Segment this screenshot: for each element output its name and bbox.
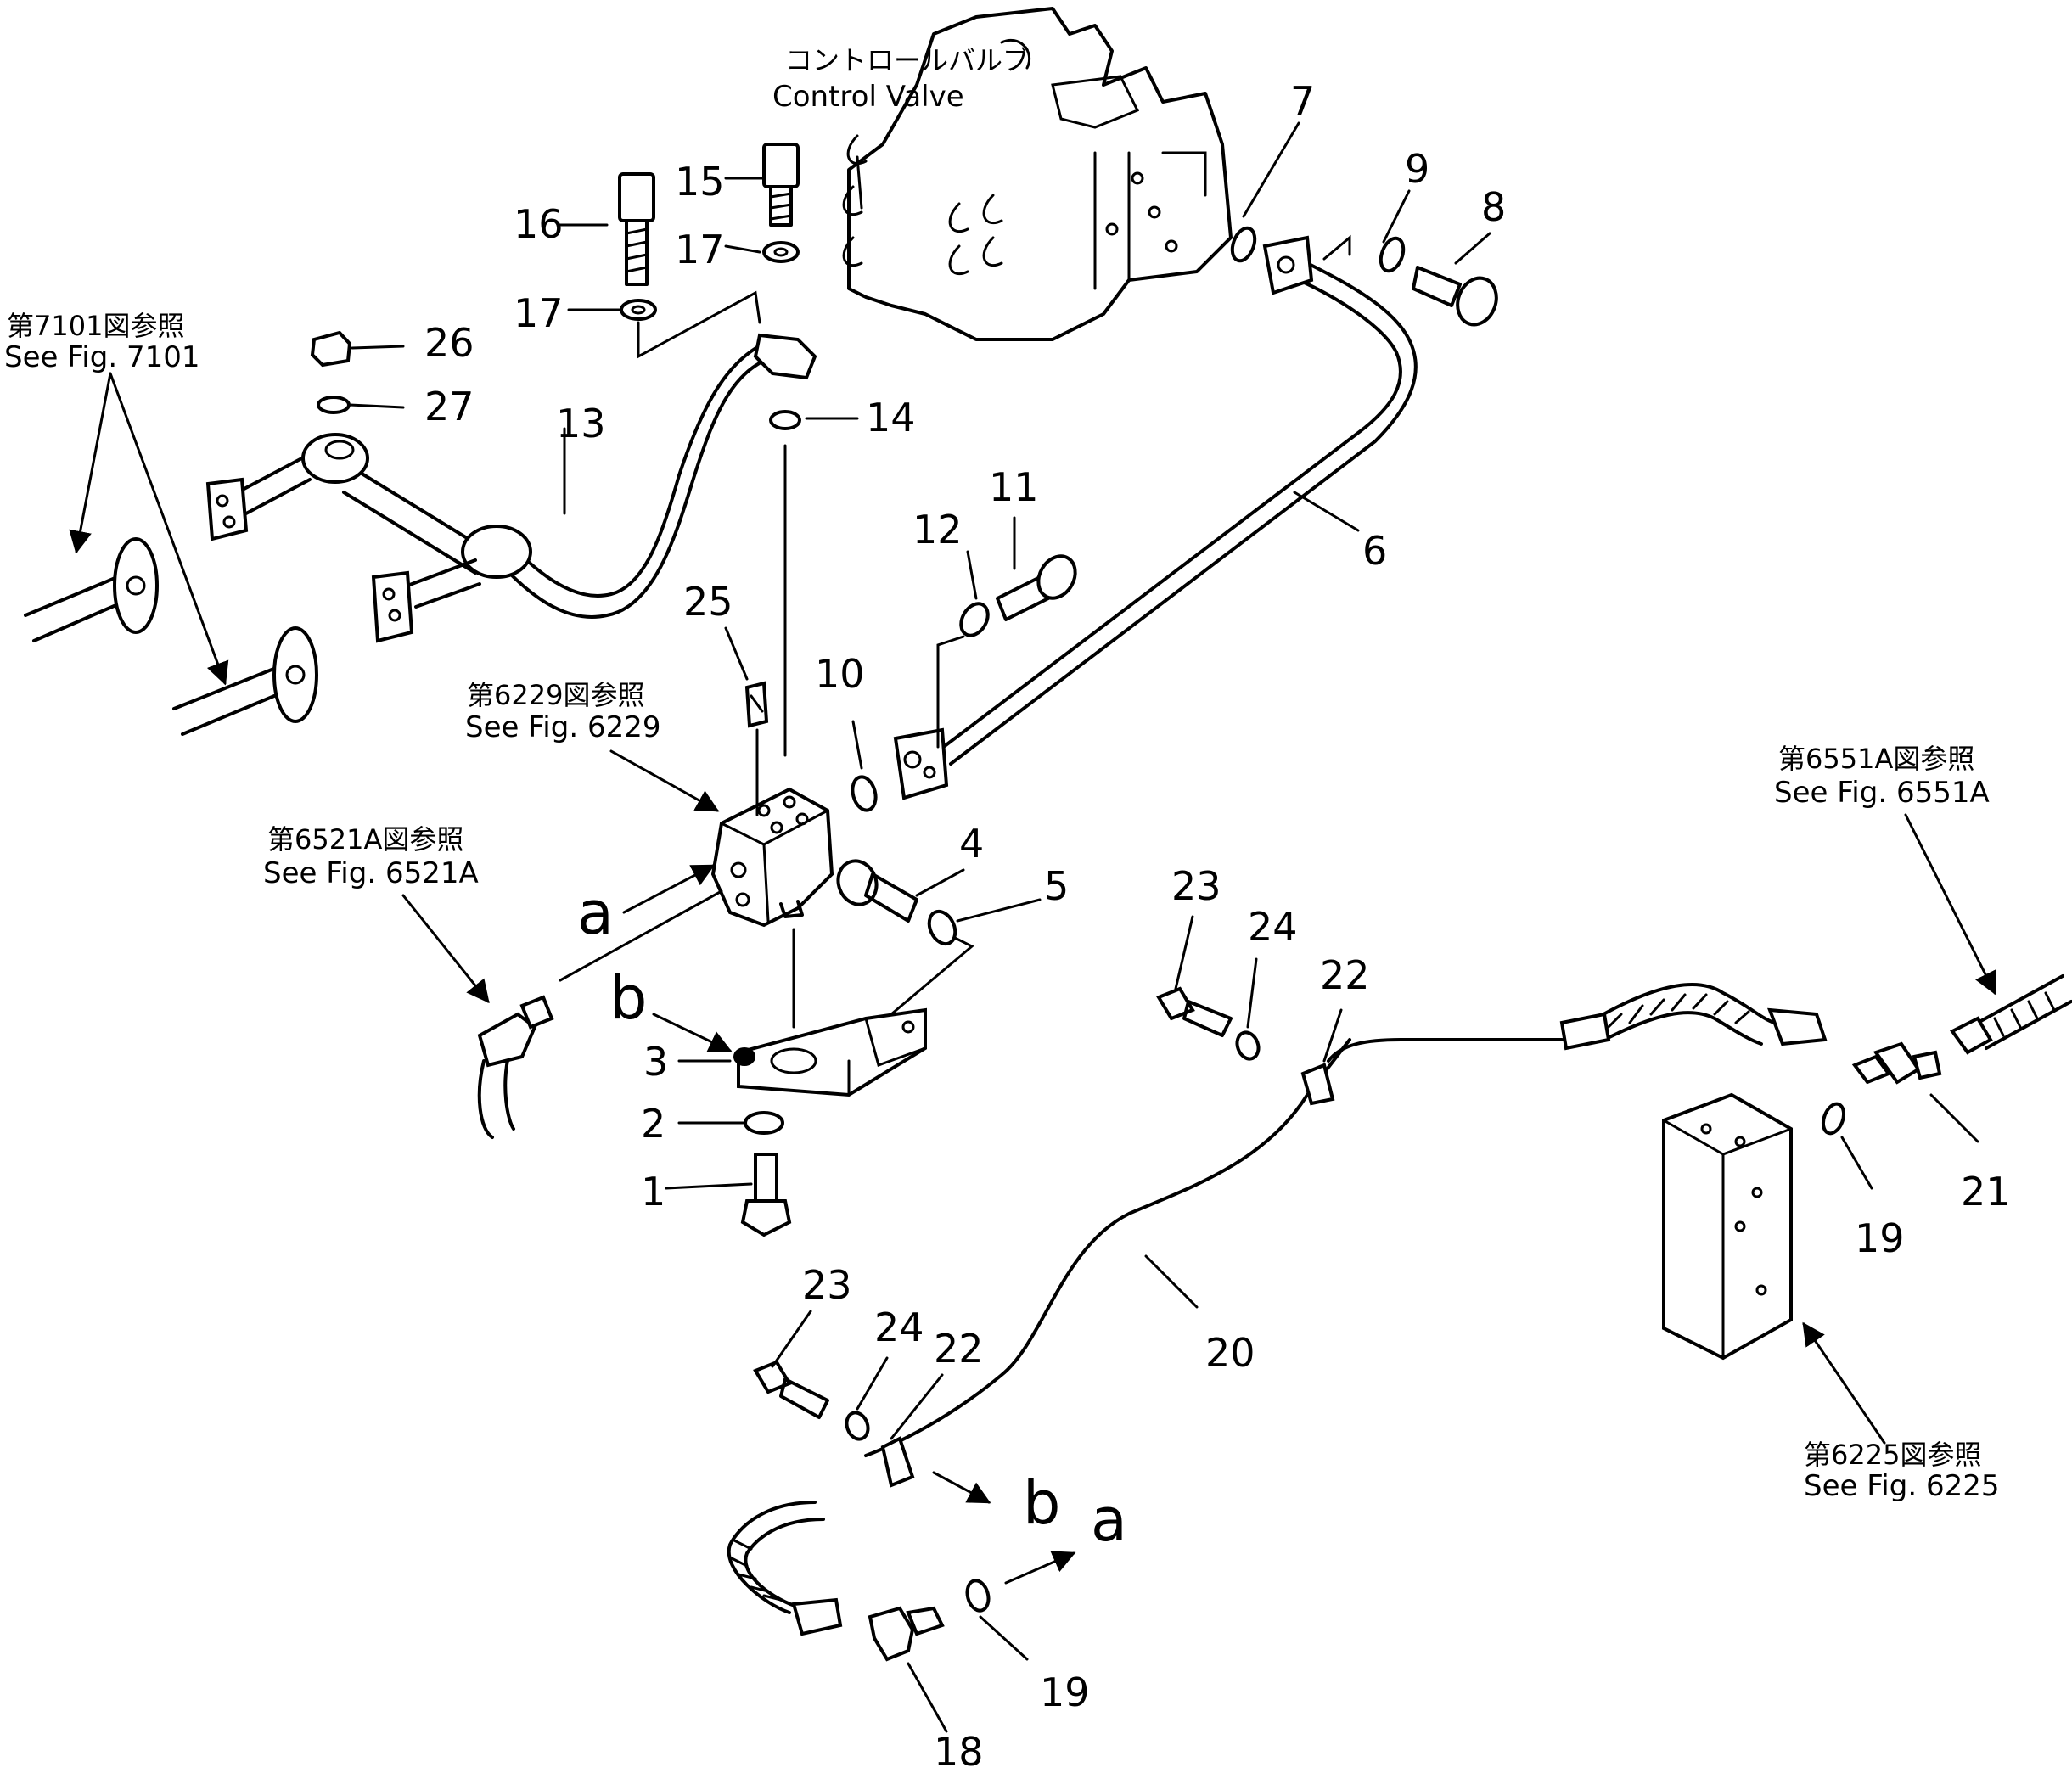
oring-7 [1230, 226, 1257, 263]
control-valve-en: Control Valve [772, 80, 964, 114]
part-label-17b: 17 [675, 227, 725, 272]
connection-marks: a b b a [577, 878, 1127, 1555]
part-label-19b: 19 [1040, 1669, 1090, 1715]
mark-a-upper: a [577, 878, 614, 948]
part-label-24b: 24 [874, 1305, 924, 1350]
part-label-17a: 17 [514, 290, 564, 336]
bolt-1 [740, 1153, 792, 1237]
part-label-16: 16 [514, 201, 564, 247]
part-label-8: 8 [1481, 184, 1506, 230]
bolt-4 [836, 859, 918, 923]
part-label-26: 26 [424, 320, 474, 366]
part-label-15: 15 [675, 159, 725, 205]
part-label-2: 2 [641, 1101, 665, 1147]
oring-19b [965, 1579, 991, 1613]
part-label-19a: 19 [1855, 1215, 1905, 1261]
bolt-23b [753, 1360, 829, 1419]
pipe-6 [893, 235, 1418, 800]
valve-block-6229 [710, 787, 834, 928]
centerline-a [559, 889, 723, 982]
part-label-18: 18 [934, 1729, 984, 1773]
manifold-13 [205, 333, 817, 643]
bolt-15 [762, 143, 800, 227]
part-label-25: 25 [683, 579, 733, 625]
fig7101-jp: 第7101図参照 [7, 310, 184, 342]
part-label-23a: 23 [1171, 863, 1221, 909]
part-label-20: 20 [1205, 1330, 1255, 1376]
plug-26 [310, 330, 352, 368]
part-number-labels: 1 2 3 4 5 6 7 8 9 10 11 12 13 14 15 16 1… [424, 78, 2011, 1773]
part-label-21: 21 [1961, 1169, 2011, 1215]
oring-27 [317, 396, 351, 414]
fig6225-jp: 第6225図参照 [1804, 1439, 1981, 1471]
fig7101-en: See Fig. 7101 [4, 340, 199, 374]
leader-5 [890, 936, 974, 1016]
oring-14 [769, 410, 801, 430]
part-label-12: 12 [912, 507, 963, 553]
part-label-9: 9 [1405, 146, 1429, 192]
part-label-27: 27 [424, 384, 474, 429]
fig6551A-en: See Fig. 6551A [1774, 776, 1990, 810]
elbow-6521A [477, 995, 554, 1139]
leader-17 [637, 290, 761, 359]
part-label-5: 5 [1044, 863, 1069, 909]
part-label-24a: 24 [1248, 904, 1298, 950]
bolt-16 [618, 172, 655, 286]
washer-24a [1235, 1030, 1261, 1061]
part-label-1: 1 [641, 1169, 665, 1215]
fitting-21 [1851, 1041, 1942, 1085]
bolt-11 [996, 554, 1077, 621]
reference-arrows [69, 372, 1996, 1585]
fig6521A-jp: 第6521A図参照 [267, 823, 463, 856]
clamp-22b [880, 1436, 915, 1488]
mark-a-lower: a [1091, 1485, 1127, 1555]
hose-20 [727, 983, 1828, 1636]
fig6551A-jp: 第6551A図参照 [1778, 743, 1974, 775]
clamp-22a [1300, 1063, 1335, 1106]
part-label-23b: 23 [802, 1262, 852, 1308]
oring-19a [1821, 1102, 1846, 1136]
part-label-3: 3 [643, 1039, 668, 1085]
fig6229-jp: 第6229図参照 [467, 679, 644, 711]
part-label-4: 4 [959, 821, 984, 867]
washer-24b [845, 1411, 870, 1441]
washer-17b [762, 241, 800, 263]
mark-b-lower: b [1023, 1468, 1060, 1538]
mark-b-upper: b [609, 963, 647, 1033]
washer-9 [1379, 236, 1406, 273]
part-label-7: 7 [1290, 78, 1315, 124]
fig6229-en: See Fig. 6229 [465, 710, 660, 744]
bolt-8 [1412, 266, 1498, 327]
part-label-13: 13 [556, 401, 606, 446]
leader-8 [1322, 234, 1351, 261]
oring-10 [851, 775, 878, 812]
part-label-6: 6 [1362, 528, 1387, 574]
bracket-3 [733, 1007, 927, 1097]
flange-pipes-7101 [24, 537, 318, 736]
control-valve-jp: コントロールバルブ [785, 44, 1030, 76]
leader-11 [936, 635, 965, 749]
part-label-22a: 22 [1320, 952, 1370, 998]
control-valve [842, 7, 1233, 341]
elbow-18 [868, 1606, 945, 1662]
part-25 [744, 681, 769, 728]
part-label-10: 10 [815, 651, 865, 697]
pipe-6551A [1950, 974, 2072, 1055]
washer-17a [620, 299, 657, 321]
part-label-11: 11 [989, 464, 1039, 510]
washer-5 [927, 909, 957, 946]
bolt-23a [1156, 986, 1233, 1037]
fig6521A-en: See Fig. 6521A [263, 856, 479, 890]
washer-12 [959, 602, 990, 637]
reference-labels: コントロールバルブ Control Valve 第7101図参照 See Fig… [4, 44, 1999, 1503]
part-label-14: 14 [866, 395, 916, 440]
part-label-22b: 22 [934, 1326, 984, 1372]
washer-2 [744, 1111, 784, 1135]
block-6225 [1662, 1092, 1793, 1361]
leader-lines [348, 121, 1979, 1733]
fig6225-en: See Fig. 6225 [1804, 1469, 1999, 1503]
